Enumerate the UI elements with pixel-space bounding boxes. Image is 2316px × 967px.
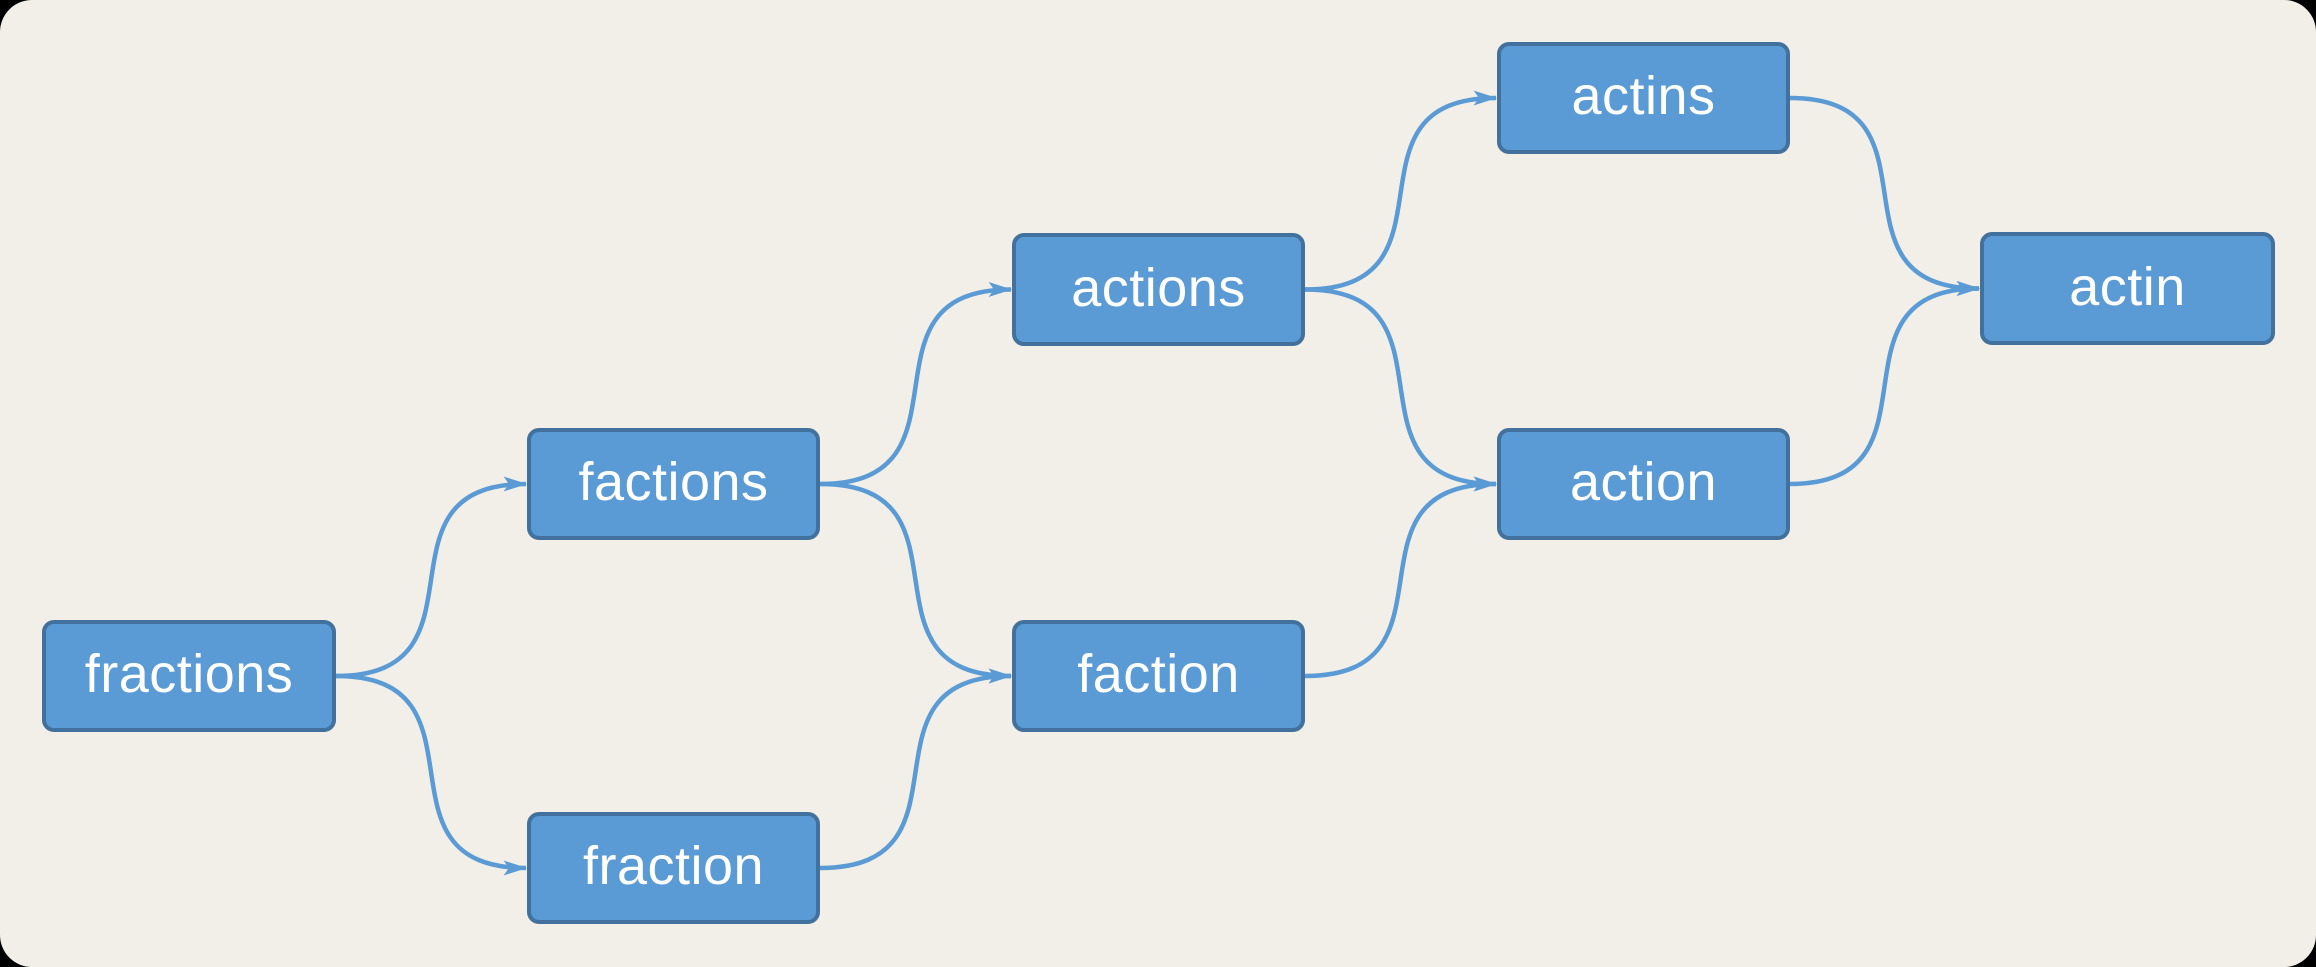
node-label: actions <box>1071 257 1246 318</box>
edge-fractions-to-fraction[interactable] <box>335 673 528 876</box>
edge-actions-to-actins[interactable] <box>1304 90 1498 292</box>
node-label: actins <box>1571 66 1716 126</box>
node-factions[interactable]: factions <box>527 428 820 540</box>
node-label: fractions <box>84 644 294 704</box>
edge-actions-to-action[interactable] <box>1304 287 1498 492</box>
node-faction[interactable]: faction <box>1012 620 1305 732</box>
edge-factions-to-actions[interactable] <box>819 282 1013 487</box>
edge-action-to-actin[interactable] <box>1789 281 1981 487</box>
edges-group <box>335 90 1981 876</box>
node-actin[interactable]: actin <box>1980 232 2275 345</box>
edge-fractions-to-factions[interactable] <box>335 476 528 679</box>
edge-factions-to-faction[interactable] <box>819 481 1013 684</box>
node-fractions[interactable]: fractions <box>42 620 336 732</box>
node-label: fraction <box>582 836 765 896</box>
edge-fraction-to-faction[interactable] <box>819 668 1013 871</box>
node-actins[interactable]: actins <box>1497 42 1790 154</box>
edge-actins-to-actin[interactable] <box>1789 95 1981 296</box>
node-fraction[interactable]: fraction <box>527 812 820 924</box>
edge-faction-to-action[interactable] <box>1304 476 1498 679</box>
node-label: faction <box>1077 644 1240 704</box>
node-label: factions <box>578 452 769 512</box>
node-label: actin <box>2069 256 2186 317</box>
node-actions[interactable]: actions <box>1012 233 1305 346</box>
node-action[interactable]: action <box>1497 428 1790 540</box>
node-label: action <box>1569 452 1718 512</box>
